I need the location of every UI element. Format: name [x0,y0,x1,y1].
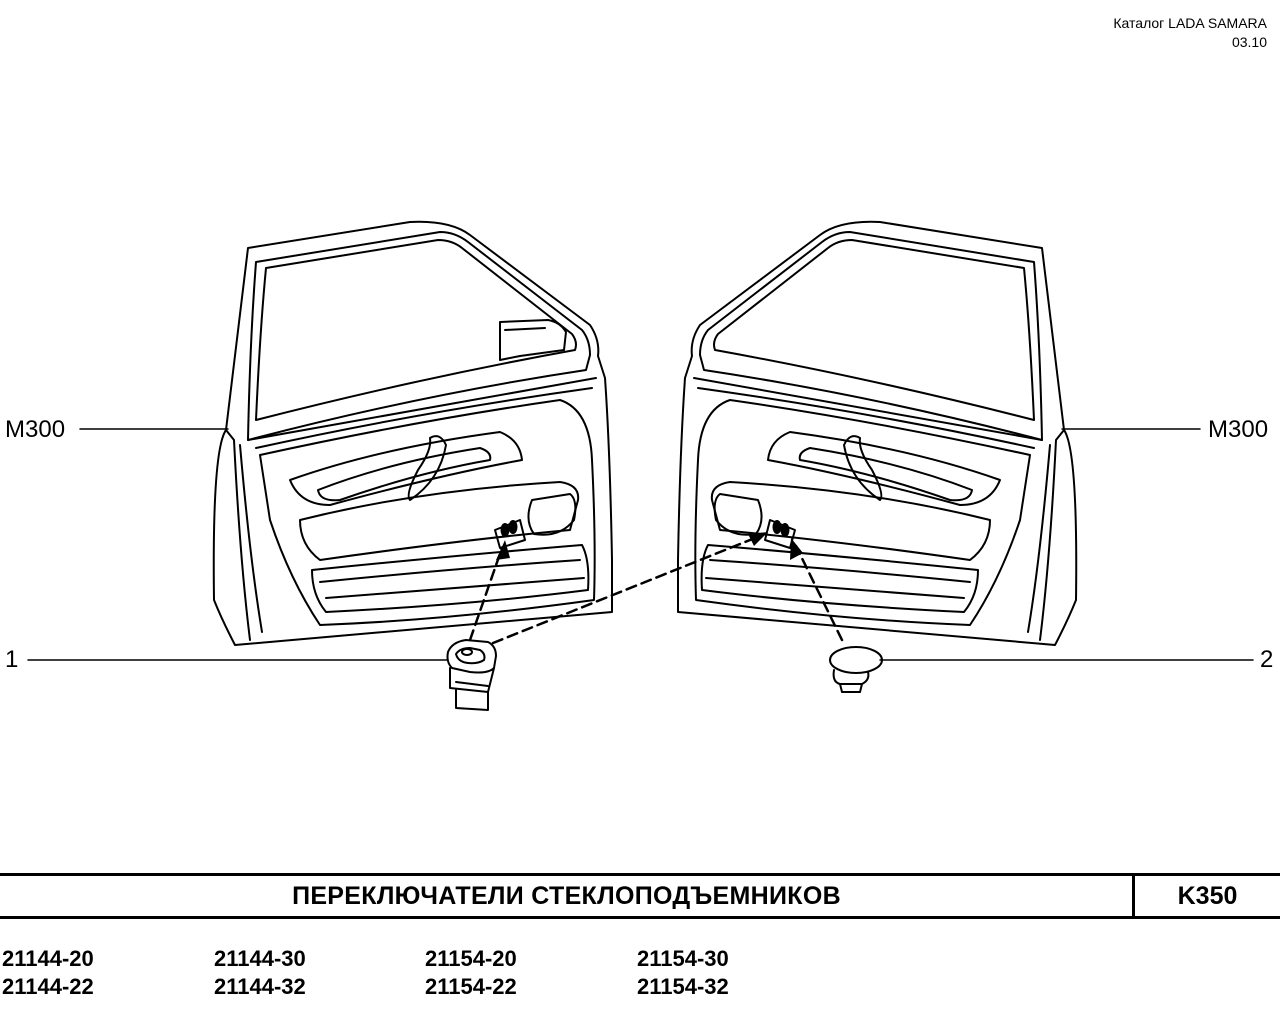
model-code: 21144-32 [214,974,306,999]
catalog-date: 03.10 [1231,34,1267,50]
door-switch-diagram [27,220,1254,711]
model-row: 21144-20 21144-30 21154-20 21154-30 [2,945,902,973]
model-list: 21144-20 21144-30 21154-20 21154-30 2114… [2,945,902,1001]
right-door-drawing [677,220,1078,646]
model-code: 21154-22 [425,974,517,999]
title-divider [1132,876,1135,916]
callout-part-1: 1 [5,646,19,673]
model-row: 21144-22 21144-32 21154-22 21154-32 [2,973,902,1001]
catalog-name: Каталог LADA SAMARA [1113,15,1267,31]
page-title: ПЕРЕКЛЮЧАТЕЛИ СТЕКЛОПОДЪЕМНИКОВ [292,881,841,910]
callout-part-2: 2 [1260,646,1274,673]
window-switch-part [446,639,497,711]
model-code: 21154-20 [425,946,517,971]
model-code: 21154-30 [637,946,729,971]
install-arrows [468,534,844,645]
title-bar: ПЕРЕКЛЮЧАТЕЛИ СТЕКЛОПОДЪЕМНИКОВ K350 [0,873,1280,919]
blank-plug-part [829,646,883,693]
model-code: 21154-32 [637,974,729,999]
catalog-header: Каталог LADA SAMARA 03.10 [1113,14,1267,52]
callout-left-m300: M300 [5,416,66,443]
model-code: 21144-20 [2,946,94,971]
section-code: K350 [1177,881,1238,910]
arrow-heads [496,532,803,560]
model-code: 21144-30 [214,946,306,971]
callout-right-m300: M300 [1208,416,1269,443]
model-code: 21144-22 [2,974,94,999]
left-door-drawing [212,220,613,646]
